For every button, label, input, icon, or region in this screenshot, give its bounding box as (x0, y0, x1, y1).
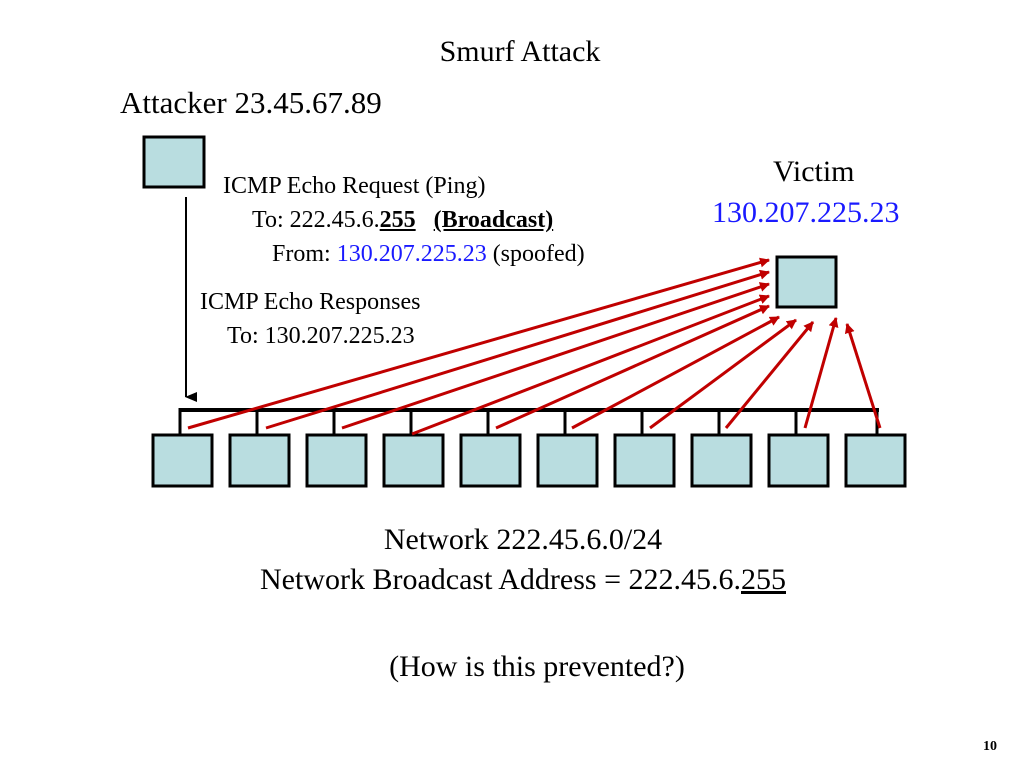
request-spoofed: (spoofed) (486, 241, 585, 267)
host-node (151, 433, 214, 488)
network-broadcast-prefix: Network Broadcast Address = 222.45.6. (259, 563, 741, 596)
responses-title: ICMP Echo Responses (200, 289, 421, 315)
request-broadcast: (Broadcast) (433, 207, 554, 233)
attacker-node (142, 135, 206, 189)
slide-title: Smurf Attack (439, 35, 601, 68)
request-to-host: 255 (379, 207, 416, 233)
request-to-prefix: To: 222.45.6. (252, 207, 380, 233)
response-arrows (187, 257, 882, 436)
host-node (690, 433, 753, 488)
host-node (459, 433, 522, 488)
network-broadcast-host: 255 (741, 563, 786, 596)
host-node (305, 433, 368, 488)
host-node (536, 433, 599, 488)
network-label: Network 222.45.6.0/24 (383, 523, 663, 556)
request-from: From: 130.207.225.23 (spoofed) (272, 242, 585, 266)
request-from-ip: 130.207.225.23 (336, 241, 487, 267)
host-node (844, 433, 907, 488)
host-node (228, 433, 291, 488)
request-from-prefix: From: (272, 241, 337, 267)
host-node (382, 433, 445, 488)
prevention-question: (How is this prevented?) (389, 650, 685, 683)
victim-label: Victim (773, 155, 855, 188)
network-hosts (151, 433, 907, 488)
request-to: To: 222.45.6.255 (Broadcast) (252, 208, 553, 232)
page-number: 10 (983, 739, 997, 754)
victim-node (775, 255, 838, 309)
attacker-label: Attacker 23.45.67.89 (120, 85, 382, 120)
host-node (767, 433, 830, 488)
victim-ip: 130.207.225.23 (712, 196, 900, 229)
host-node (613, 433, 676, 488)
responses-to: To: 130.207.225.23 (227, 323, 415, 349)
request-title: ICMP Echo Request (Ping) (223, 173, 486, 199)
network-broadcast: Network Broadcast Address = 222.45.6.255 (0, 565, 1024, 595)
